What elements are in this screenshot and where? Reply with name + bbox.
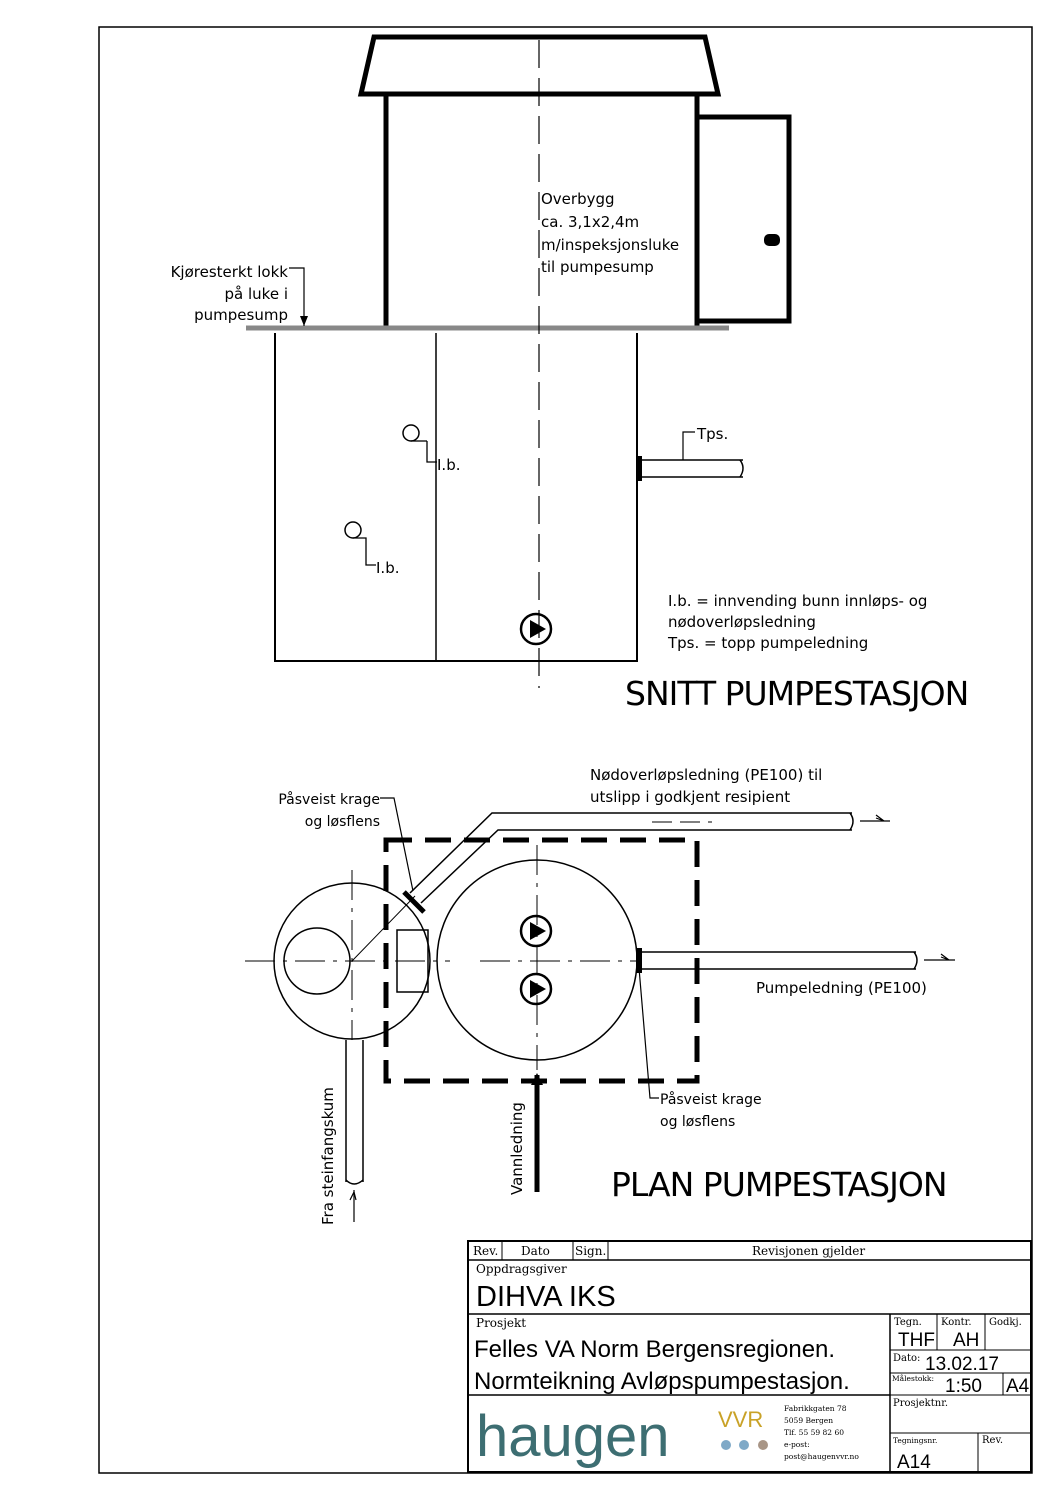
rev-label: Rev.	[982, 1435, 1003, 1446]
tegn-label: Tegn.	[894, 1317, 922, 1328]
address-line-3: Tlf. 55 59 82 60	[784, 1428, 844, 1437]
logo-dot-1	[721, 1440, 731, 1450]
address-line-2: 5059 Bergen	[784, 1416, 833, 1425]
tegningsnr-label: Tegningsnr.	[893, 1436, 937, 1445]
ib-label-1: I.b.	[437, 456, 460, 474]
dato-header: Dato	[521, 1244, 550, 1258]
address-line-5: post@haugenvvr.no	[784, 1452, 859, 1461]
malestokk-value: 1:50	[945, 1376, 982, 1397]
haugen-logo: haugen	[476, 1404, 670, 1469]
pump-icon	[519, 612, 553, 646]
door-handle-icon	[764, 234, 780, 246]
legend-line-2: nødoverløpsledning	[668, 613, 816, 631]
dato-value: 13.02.17	[925, 1354, 999, 1375]
prosjektnr-label: Prosjektnr.	[893, 1398, 948, 1409]
ib-label-2: I.b.	[376, 559, 399, 577]
godkj-label: Godkj.	[989, 1317, 1022, 1328]
vannledning-label: Vannledning	[508, 1102, 526, 1195]
section-title: SNITT PUMPESTASJON	[625, 674, 968, 713]
oppdragsgiver-label: Oppdragsgiver	[476, 1262, 567, 1276]
lokk-line-2: på luke i	[225, 285, 288, 303]
overbygg-line-1: Overbygg	[541, 190, 615, 208]
malestokk-label: Målestokk:	[892, 1374, 934, 1383]
revisjon-header: Revisjonen gjelder	[752, 1244, 865, 1258]
plan-title: PLAN PUMPESTASJON	[611, 1165, 947, 1204]
overflow-line-2: utslipp i godkjent resipient	[590, 788, 790, 806]
address-line-1: Fabrikkgaten 78	[784, 1404, 847, 1413]
overflow-inlet-symbol	[344, 521, 362, 539]
pumpeledning-label: Pumpeledning (PE100)	[756, 979, 927, 997]
logo-dot-3	[758, 1440, 768, 1450]
prosjekt-line-1: Felles VA Norm Bergensregionen.	[474, 1336, 835, 1363]
legend-line-1: I.b. = innvending bunn innløps- og	[668, 592, 927, 610]
overflow-line-1: Nødoverløpsledning (PE100) til	[590, 766, 822, 784]
prosjekt-line-2: Normteikning Avløpspumpestasjon.	[474, 1368, 850, 1395]
address-line-4: e-post:	[784, 1440, 810, 1449]
sign-header: Sign.	[575, 1244, 606, 1258]
tegningsnr-value: A14	[897, 1452, 931, 1473]
lokk-line-3: pumpesump	[194, 306, 288, 324]
rev-header: Rev.	[473, 1244, 498, 1258]
overbygg-line-3: m/inspeksjonsluke	[541, 236, 679, 254]
krage-right-line-1: Påsveist krage	[660, 1091, 762, 1108]
oppdragsgiver-value: DIHVA IKS	[476, 1281, 616, 1313]
logo-dot-2	[739, 1440, 749, 1450]
cabinet	[697, 114, 792, 324]
steinfang-label: Fra steinfangskum	[319, 1087, 337, 1225]
dato-label: Dato:	[893, 1353, 920, 1364]
title-block	[467, 1240, 1032, 1473]
roof	[357, 34, 722, 97]
title-block-text: Rev. Dato Sign. Revisjonen gjelder Oppdr…	[473, 1244, 1030, 1473]
kontr-label: Kontr.	[941, 1317, 972, 1328]
overbygg-line-2: ca. 3,1x2,4m	[541, 213, 639, 231]
pump-1-icon	[519, 914, 553, 948]
format-value: A4	[1006, 1376, 1030, 1397]
tegn-value: THF	[898, 1330, 935, 1351]
section-view: Overbygg ca. 3,1x2,4m m/inspeksjonsluke …	[171, 34, 969, 713]
inlet-symbol	[402, 424, 420, 442]
legend-line-3: Tps. = topp pumpeledning	[667, 634, 868, 652]
krage-right-line-2: og løsflens	[660, 1114, 735, 1130]
krage-left-line-2: og løsflens	[305, 814, 380, 830]
overbygg-line-4: til pumpesump	[541, 258, 654, 276]
pump-sump	[274, 333, 638, 662]
plan-view: Nødoverløpsledning (PE100) til utslipp i…	[245, 766, 955, 1225]
kontr-value: AH	[953, 1330, 979, 1351]
prosjekt-label: Prosjekt	[476, 1316, 526, 1330]
lokk-line-1: Kjøresterkt lokk	[171, 263, 289, 281]
krage-left-line-1: Påsveist krage	[278, 791, 380, 808]
vvr-logo: VVR	[718, 1407, 763, 1432]
tps-label: Tps.	[696, 425, 728, 443]
pump-2-icon	[519, 972, 553, 1006]
